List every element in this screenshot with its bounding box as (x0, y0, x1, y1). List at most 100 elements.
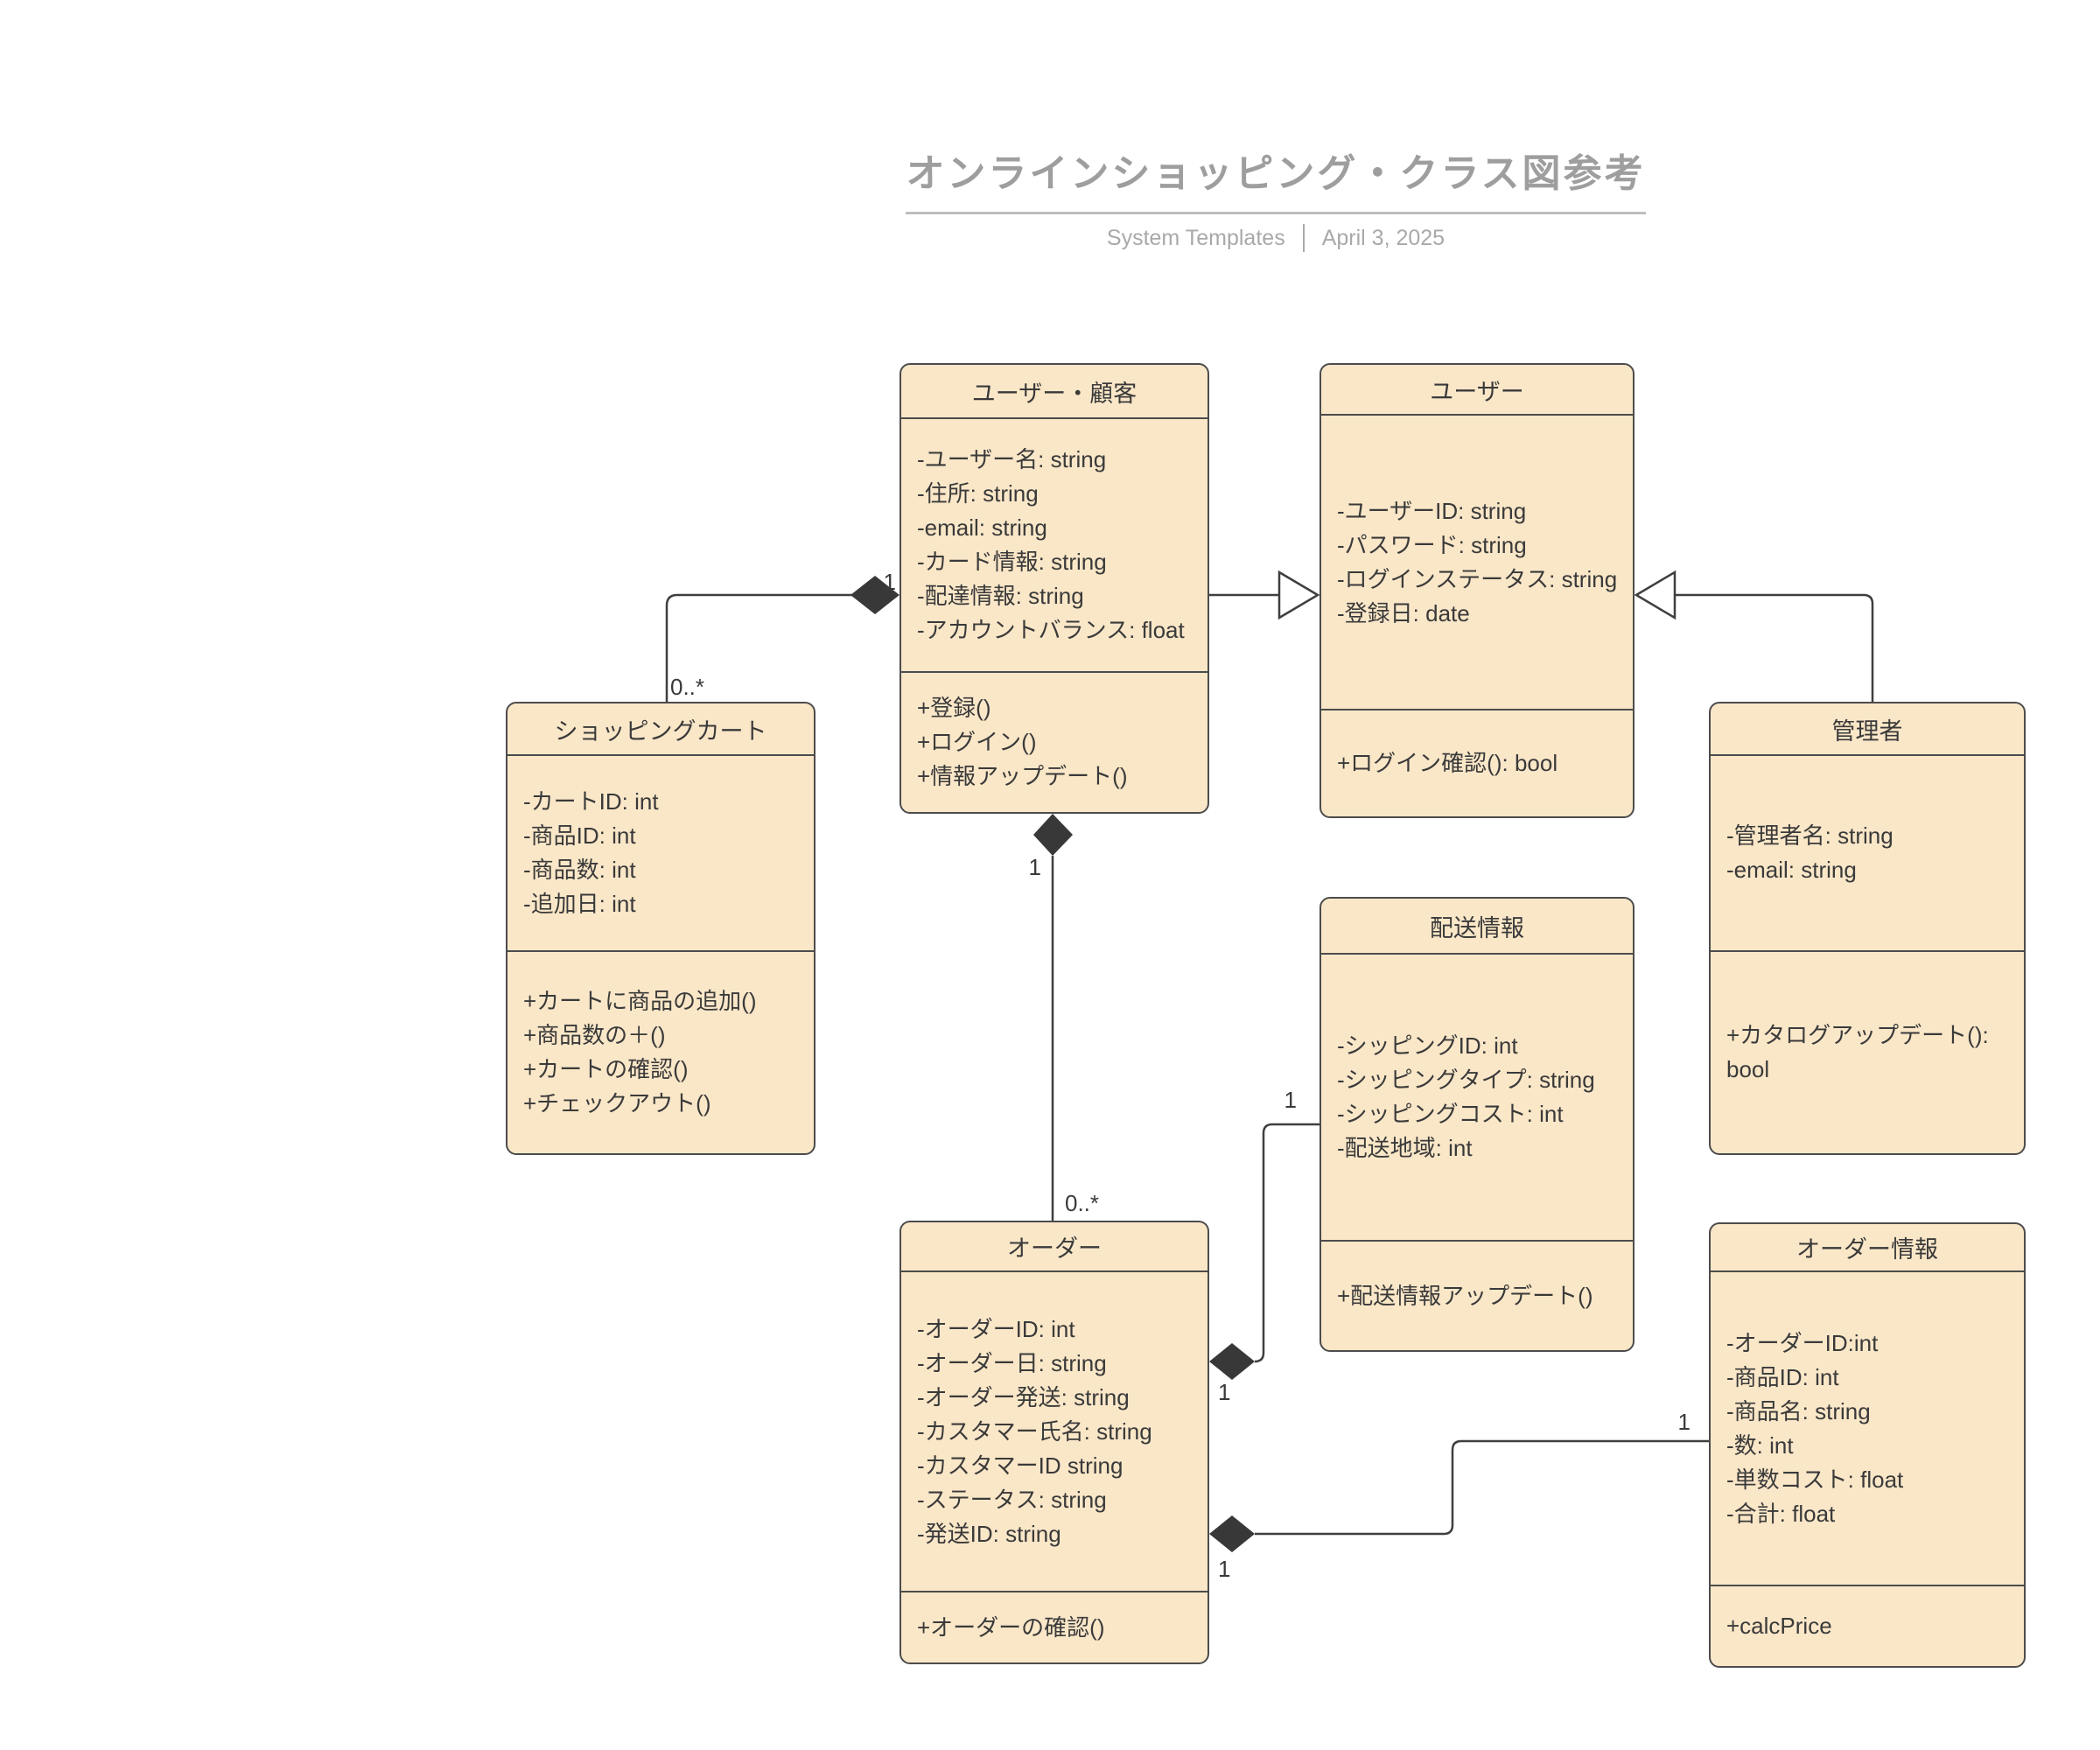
subtitle-date: April 3, 2025 (1321, 225, 1446, 250)
attribute: -発送ID: string (917, 1520, 1061, 1547)
method: +カートの確認() (523, 1056, 689, 1082)
inheritance-triangle-icon (1634, 570, 1676, 620)
multiplicity-label: 1 (1678, 1409, 1690, 1435)
edge-admin-user-inheritance[interactable] (1634, 570, 1874, 702)
attribute: -ログインステータス: string (1337, 565, 1618, 592)
attribute: -単数コスト: float (1726, 1466, 1904, 1493)
method: +ログイン() (917, 729, 1037, 755)
method: +情報アップデート() (917, 763, 1128, 789)
class-box-shopping-cart[interactable]: ショッピングカート -カートID: int -商品ID: int -商品数: i… (506, 702, 816, 1155)
edge-line[interactable] (1255, 1439, 1709, 1536)
class-box-user-customer[interactable]: ユーザー・顧客 -ユーザー名: string -住所: string -emai… (900, 363, 1209, 814)
class-name: オーダー情報 (1711, 1224, 2024, 1272)
attribute: -合計: float (1726, 1500, 1836, 1527)
attribute: -配達情報: string (917, 583, 1084, 609)
inheritance-triangle-icon (1278, 570, 1320, 620)
multiplicity-label: 0..* (670, 674, 704, 700)
attribute: -ユーザー名: string (917, 446, 1107, 472)
attribute: -オーダー発送: string (917, 1383, 1130, 1410)
attribute: -数: int (1726, 1432, 1794, 1459)
class-methods: +オーダーの確認() (901, 1592, 1208, 1662)
method: +チェックアウト() (523, 1090, 711, 1116)
multiplicity-label: 0..* (1065, 1190, 1099, 1216)
class-methods: +ログイン確認(): bool (1321, 710, 1633, 816)
multiplicity-label: 1 (1218, 1379, 1230, 1405)
multiplicity-label: 1 (1029, 854, 1041, 880)
class-box-order-info[interactable]: オーダー情報 -オーダーID:int -商品ID: int -商品名: stri… (1709, 1222, 2026, 1668)
multiplicity-label: 1 (1284, 1087, 1297, 1113)
class-attributes: -ユーザーID: string -パスワード: string -ログインステータ… (1321, 416, 1633, 710)
class-name: ユーザー・顧客 (901, 365, 1208, 419)
attribute: -追加日: int (523, 891, 636, 917)
attribute: -オーダーID:int (1726, 1329, 1879, 1356)
edge-line[interactable] (1675, 593, 1874, 702)
edge-order-shipping[interactable]: 1 1 (1209, 1087, 1320, 1405)
class-box-user[interactable]: ユーザー -ユーザーID: string -パスワード: string -ログイ… (1320, 363, 1634, 818)
class-methods: +登録() +ログイン() +情報アップデート() (901, 673, 1208, 812)
method: +calcPrice (1726, 1613, 1832, 1639)
subtitle-divider (1302, 224, 1305, 252)
subtitle-source: System Templates (1106, 225, 1285, 250)
attribute: -商品ID: int (1726, 1363, 1839, 1390)
class-name: 管理者 (1711, 704, 2024, 756)
attribute: -email: string (917, 514, 1047, 541)
attribute: -登録日: date (1337, 599, 1470, 626)
attribute: -カスタマー氏名: string (917, 1418, 1152, 1445)
multiplicity-label: 1 (884, 569, 896, 595)
attribute: -シッピングID: int (1337, 1032, 1518, 1059)
attribute: -ユーザーID: string (1337, 497, 1527, 524)
method: +ログイン確認(): bool (1337, 750, 1558, 776)
method: +配送情報アップデート() (1337, 1282, 1593, 1309)
attribute: -オーダーID: int (917, 1315, 1075, 1342)
attribute: -商品ID: int (523, 822, 636, 849)
attribute: -シッピングタイプ: string (1337, 1067, 1595, 1093)
class-attributes: -オーダーID:int -商品ID: int -商品名: string -数: … (1711, 1272, 2024, 1586)
class-box-order[interactable]: オーダー -オーダーID: int -オーダー日: string -オーダー発送… (900, 1221, 1209, 1664)
edge-customer-order[interactable]: 1 0..* (1029, 814, 1100, 1221)
composition-diamond-icon (1209, 1516, 1255, 1552)
attribute: -商品名: string (1726, 1397, 1871, 1424)
method: +登録() (917, 695, 991, 721)
method: +カタログアップデート(): bool (1726, 1022, 1989, 1082)
multiplicity-label: 1 (1218, 1556, 1230, 1582)
composition-diamond-icon (850, 576, 900, 614)
attribute: -カード情報: string (917, 549, 1107, 575)
class-name: ショッピングカート (508, 704, 814, 756)
edge-line[interactable] (665, 593, 858, 702)
attribute: -オーダー日: string (917, 1349, 1107, 1376)
edge-customer-user-inheritance[interactable] (1209, 570, 1320, 620)
attribute: -ステータス: string (917, 1486, 1107, 1513)
class-name: オーダー (901, 1222, 1208, 1272)
attribute: -商品数: int (523, 857, 636, 883)
method: +商品数の＋() (523, 1022, 666, 1048)
page-subtitle: System Templates April 3, 2025 (906, 224, 1646, 252)
class-methods: +calcPrice (1711, 1586, 2024, 1666)
class-attributes: -カートID: int -商品ID: int -商品数: int -追加日: i… (508, 756, 814, 952)
edge-line[interactable] (1254, 1123, 1320, 1363)
class-methods: +カタログアップデート(): bool (1711, 952, 2024, 1153)
attribute: -パスワード: string (1337, 531, 1527, 558)
class-box-admin[interactable]: 管理者 -管理者名: string -email: string +カタログアッ… (1709, 702, 2026, 1155)
attribute: -アカウントバランス: float (917, 617, 1185, 643)
class-attributes: -オーダーID: int -オーダー日: string -オーダー発送: str… (901, 1272, 1208, 1592)
class-attributes: -シッピングID: int -シッピングタイプ: string -シッピングコス… (1321, 955, 1633, 1242)
attribute: -カートID: int (523, 788, 659, 815)
attribute: -カスタマーID string (917, 1452, 1124, 1479)
attribute: -シッピングコスト: int (1337, 1101, 1564, 1127)
class-methods: +配送情報アップデート() (1321, 1242, 1633, 1350)
attribute: -管理者名: string (1726, 822, 1894, 849)
class-box-shipping-info[interactable]: 配送情報 -シッピングID: int -シッピングタイプ: string -シッ… (1320, 897, 1634, 1352)
class-name: 配送情報 (1321, 899, 1633, 955)
composition-diamond-icon (1209, 1343, 1255, 1380)
edge-order-orderinfo[interactable]: 1 1 (1209, 1409, 1709, 1582)
method: +カートに商品の追加() (523, 988, 757, 1014)
page-title: オンラインショッピング・クラス図参考 (906, 142, 1646, 214)
composition-diamond-icon (1033, 814, 1073, 856)
edge-customer-cart[interactable]: 1 0..* (665, 569, 900, 702)
attribute: -email: string (1726, 857, 1857, 883)
class-attributes: -管理者名: string -email: string (1711, 756, 2024, 952)
class-name: ユーザー (1321, 365, 1633, 416)
attribute: -配送地域: int (1337, 1135, 1473, 1161)
